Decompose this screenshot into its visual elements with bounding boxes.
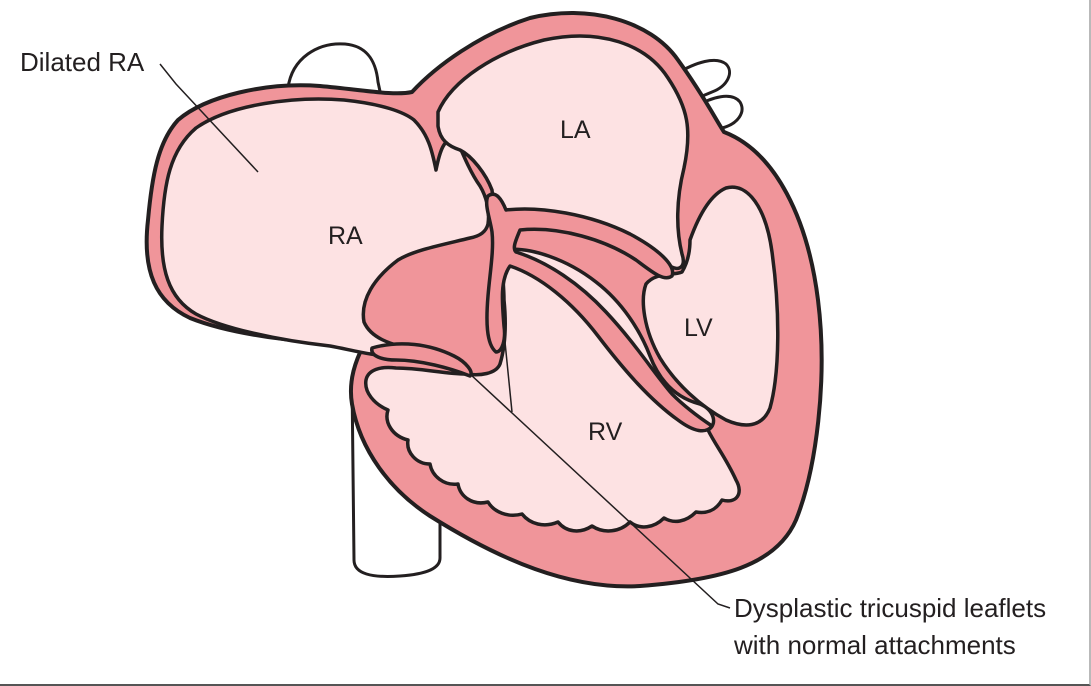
labels: Dilated RA RA LA LV RV Dysplastic tricus… (20, 47, 1046, 660)
dilated-ra-leader (159, 63, 259, 173)
label-leaflets-line1: Dysplastic tricuspid leaflets (734, 593, 1046, 623)
label-ra: RA (328, 222, 363, 250)
label-leaflets-line2: with normal attachments (733, 630, 1016, 660)
right-atrium-chamber (159, 97, 491, 377)
leaflets-leader-2 (504, 341, 513, 413)
septum-and-valves (370, 192, 714, 433)
label-la: LA (560, 116, 591, 144)
left-atrium-chamber (436, 34, 690, 271)
leaflets-leader-1 (469, 373, 731, 609)
tricuspid-leaflet-anterior (370, 342, 473, 378)
label-dilated-ra: Dilated RA (20, 47, 145, 77)
interventricular-septum (484, 192, 714, 433)
leader-lines (159, 63, 731, 609)
label-rv: RV (588, 418, 623, 446)
label-lv: LV (684, 314, 713, 342)
chambers (159, 34, 780, 533)
right-ventricle-chamber (364, 247, 741, 533)
